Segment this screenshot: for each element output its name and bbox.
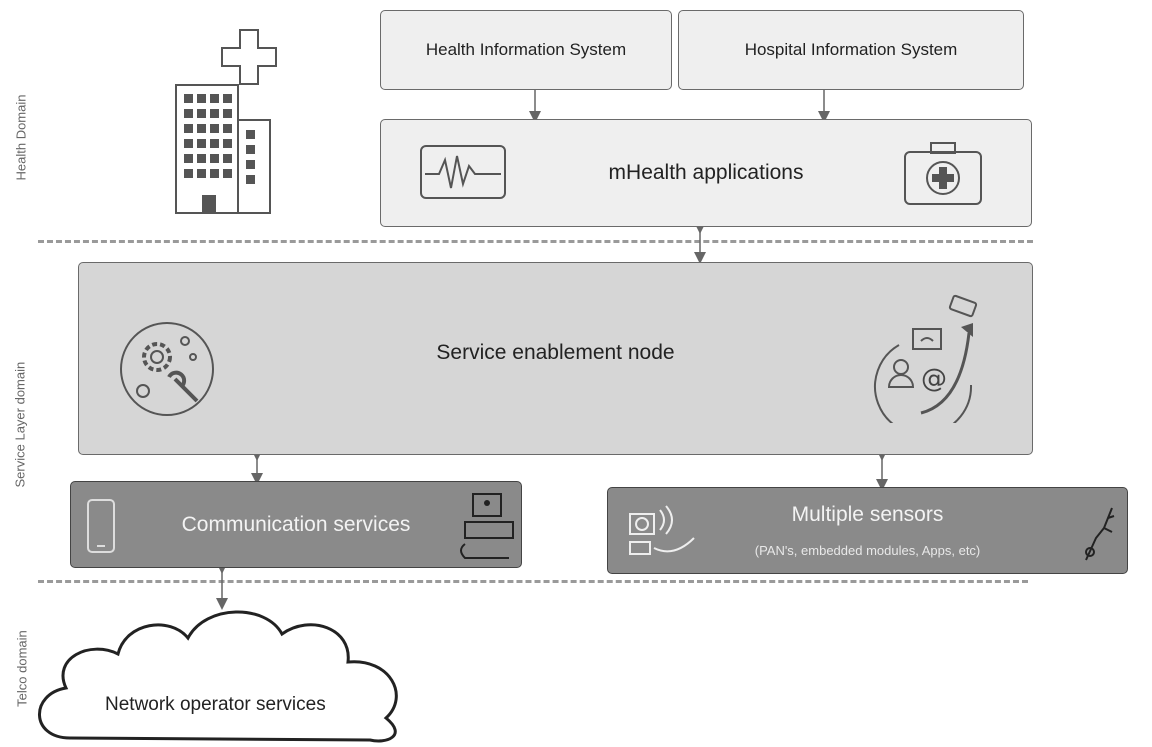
desktop-computer-icon <box>460 493 514 559</box>
multiple-sensors-title: Multiple sensors <box>791 503 944 526</box>
mhealth-applications-box: mHealth applications <box>380 119 1032 227</box>
health-service-separator <box>38 240 1033 243</box>
communication-services-label: Communication services <box>181 512 411 536</box>
health-information-system-box: Health Information System <box>380 10 672 90</box>
hospital-building-icon <box>175 29 277 214</box>
first-aid-kit-icon <box>904 142 982 205</box>
multiple-sensors-subtitle: (PAN's, embedded modules, Apps, etc) <box>754 543 981 558</box>
health-information-system-label: Health Information System <box>425 40 627 59</box>
multiple-sensors-box: Multiple sensors (PAN's, embedded module… <box>607 487 1128 574</box>
service-enablement-node-box: Service enablement node @ <box>78 262 1033 455</box>
service-telco-separator <box>38 580 1028 583</box>
svg-text:@: @ <box>921 364 947 394</box>
hospital-information-system-box: Hospital Information System <box>678 10 1024 90</box>
user-network-icon: @ <box>874 294 978 423</box>
mhealth-applications-label: mHealth applications <box>608 161 804 184</box>
hospital-information-system-label: Hospital Information System <box>744 40 958 59</box>
medical-cross-icon <box>221 29 277 85</box>
network-operator-services-label: Network operator services <box>105 694 326 715</box>
heart-monitor-icon <box>420 145 506 199</box>
tool-probe-icon <box>1085 507 1115 561</box>
service-enablement-node-label: Service enablement node <box>436 340 675 364</box>
communication-services-box: Communication services <box>70 481 522 568</box>
gear-wrench-icon <box>120 322 214 416</box>
network-operator-cloud <box>38 610 398 743</box>
mobile-phone-icon <box>87 499 115 553</box>
sensor-device-icon <box>629 505 695 555</box>
